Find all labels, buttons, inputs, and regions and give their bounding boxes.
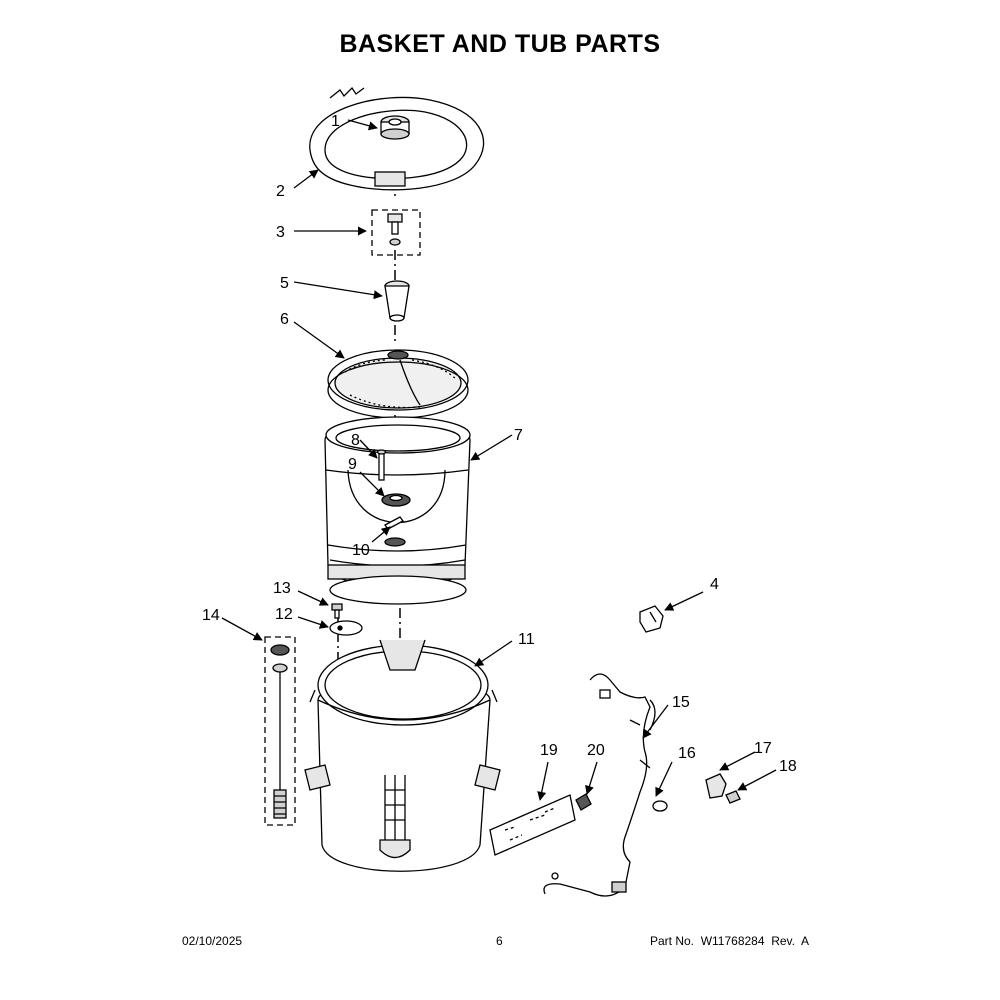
part-18-screw [725, 790, 741, 804]
rev-label: Rev. [771, 934, 795, 948]
part-3-bolt-kit [371, 209, 421, 256]
callout-12: 12 [275, 606, 293, 623]
callout-13: 13 [273, 580, 291, 597]
callout-5: 5 [280, 275, 289, 292]
callout-17: 17 [754, 740, 772, 757]
part-13-screw [331, 603, 343, 619]
part-1-cap [380, 115, 410, 140]
callout-9: 9 [348, 456, 357, 473]
page-title: BASKET AND TUB PARTS [339, 30, 661, 58]
part-16-cable-tie [652, 800, 668, 812]
callout-11: 11 [518, 631, 535, 648]
callout-leaders [221, 119, 777, 801]
part-2-tub-ring [309, 86, 485, 191]
part-12-bracket [329, 620, 363, 636]
callout-3: 3 [276, 224, 285, 241]
part-8-screw [376, 449, 387, 481]
rev-value: A [801, 934, 810, 948]
part-20-plug [575, 793, 592, 811]
footer-page-number: 6 [496, 934, 503, 948]
callout-19: 19 [540, 742, 558, 759]
part-5-drive-cone [384, 280, 410, 322]
callout-16: 16 [678, 745, 696, 762]
callout-18: 18 [779, 758, 797, 775]
footer-part-number: Part No. W11768284 Rev. A [650, 934, 809, 948]
footer-date: 02/10/2025 [182, 934, 243, 948]
part-14-suspension-rod [264, 636, 296, 826]
callout-8: 8 [351, 432, 360, 449]
callout-15: 15 [672, 694, 690, 711]
callout-20: 20 [587, 742, 605, 759]
callout-2: 2 [276, 183, 285, 200]
part-no-label: Part No. [650, 934, 695, 948]
part-7-wash-basket [324, 416, 471, 605]
callout-10: 10 [352, 542, 370, 559]
part-19-cover-plate [489, 794, 576, 856]
part-9-hub-nut [381, 493, 411, 507]
callout-4: 4 [710, 576, 719, 593]
part-15-wire-harness [543, 673, 656, 897]
callout-1: 1 [331, 113, 340, 130]
callout-7: 7 [514, 427, 523, 444]
callout-14: 14 [202, 607, 220, 624]
part-6-impeller [327, 349, 469, 419]
part-4-clip [639, 605, 664, 633]
part-no-value: W11768284 [700, 934, 765, 948]
part-17-bracket [705, 773, 727, 799]
callout-labels: 1 2 3 4 5 6 7 8 9 10 11 12 13 14 15 16 1… [202, 113, 797, 775]
part-11-outer-tub [304, 639, 501, 872]
callout-6: 6 [280, 311, 289, 328]
